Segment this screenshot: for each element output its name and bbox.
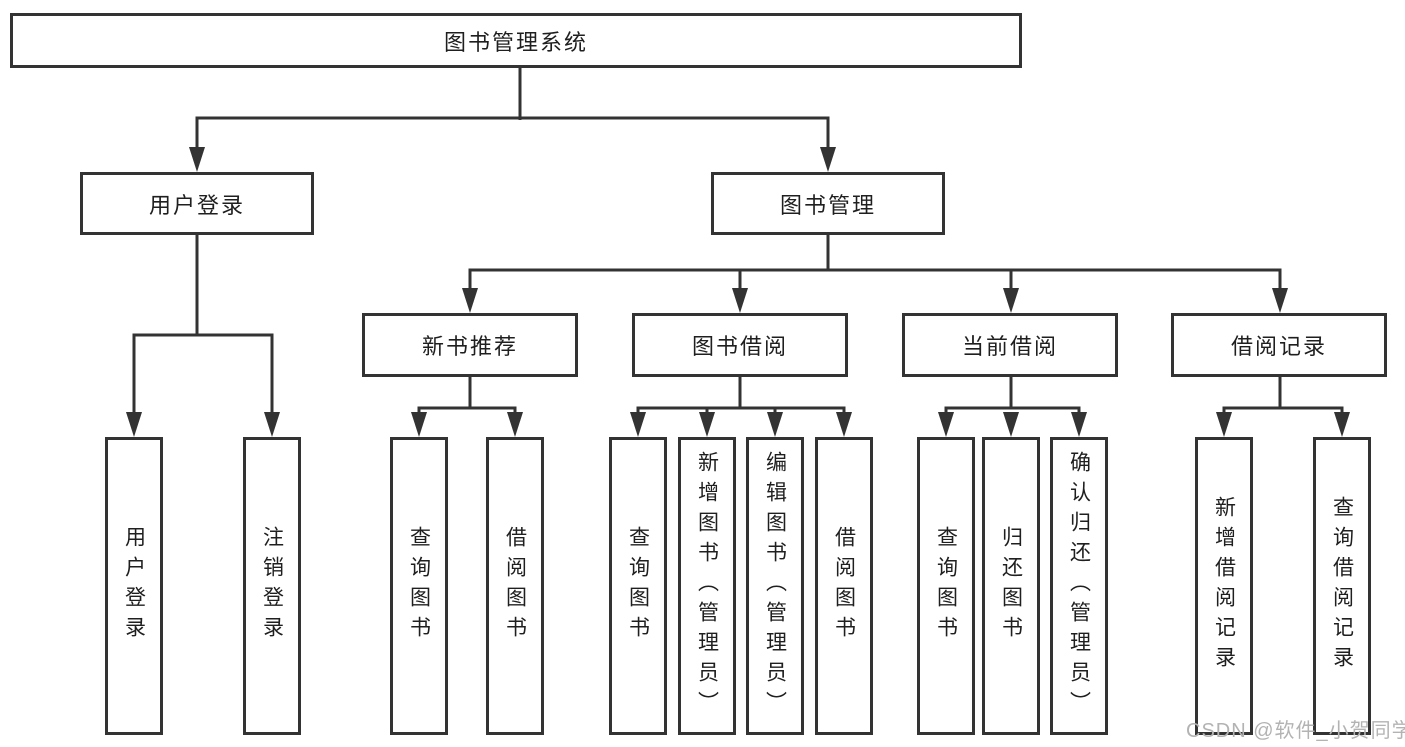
leaf-return-books-label: 归还图书 (999, 526, 1023, 646)
leaf-user-login-label: 用户登录 (122, 526, 146, 646)
leaf-query-books-borrowing: 查询图书 (609, 437, 667, 735)
leaf-add-book-admin: 新增图书（管理员） (678, 437, 736, 735)
node-current-borrowing: 当前借阅 (902, 313, 1118, 377)
leaf-confirm-return-admin-label: 确认归还（管理员） (1067, 451, 1091, 721)
node-book-management: 图书管理 (711, 172, 945, 235)
csdn-watermark: CSDN @软件_小贺同学 (1186, 720, 1405, 742)
node-borrowing-records-label: 借阅记录 (1230, 334, 1327, 359)
leaf-return-books: 归还图书 (982, 437, 1040, 735)
leaf-query-books-current-label: 查询图书 (934, 526, 958, 646)
leaf-add-book-admin-label: 新增图书（管理员） (695, 451, 719, 721)
leaf-logout: 注销登录 (243, 437, 301, 735)
node-book-management-label: 图书管理 (779, 192, 876, 218)
leaf-query-borrow-record-label: 查询借阅记录 (1330, 496, 1354, 676)
node-user-login-label: 用户登录 (148, 192, 245, 218)
leaf-edit-book-admin-label: 编辑图书（管理员） (763, 451, 787, 721)
node-new-book-recommendation: 新书推荐 (362, 313, 578, 377)
node-book-borrowing-label: 图书借阅 (691, 334, 788, 359)
node-root: 图书管理系统 (10, 13, 1022, 68)
arrowheads (126, 147, 1350, 437)
leaf-edit-book-admin: 编辑图书（管理员） (746, 437, 804, 735)
leaf-query-books-recommend-label: 查询图书 (407, 526, 431, 646)
leaf-user-login: 用户登录 (105, 437, 163, 735)
leaf-query-books-current: 查询图书 (917, 437, 975, 735)
leaf-query-books-recommend: 查询图书 (390, 437, 448, 735)
node-user-login: 用户登录 (80, 172, 314, 235)
node-root-label: 图书管理系统 (443, 29, 588, 55)
node-book-borrowing: 图书借阅 (632, 313, 848, 377)
node-borrowing-records: 借阅记录 (1171, 313, 1387, 377)
node-new-book-recommendation-label: 新书推荐 (421, 334, 518, 359)
leaf-add-borrow-record: 新增借阅记录 (1195, 437, 1253, 735)
leaf-borrow-books-recommend: 借阅图书 (486, 437, 544, 735)
leaf-borrow-books-borrowing-label: 借阅图书 (832, 526, 856, 646)
leaf-logout-label: 注销登录 (260, 526, 284, 646)
node-current-borrowing-label: 当前借阅 (961, 334, 1058, 359)
leaf-borrow-books-recommend-label: 借阅图书 (503, 526, 527, 646)
leaf-borrow-books-borrowing: 借阅图书 (815, 437, 873, 735)
leaf-query-borrow-record: 查询借阅记录 (1313, 437, 1371, 735)
leaf-add-borrow-record-label: 新增借阅记录 (1212, 496, 1236, 676)
leaf-query-books-borrowing-label: 查询图书 (626, 526, 650, 646)
leaf-confirm-return-admin: 确认归还（管理员） (1050, 437, 1108, 735)
